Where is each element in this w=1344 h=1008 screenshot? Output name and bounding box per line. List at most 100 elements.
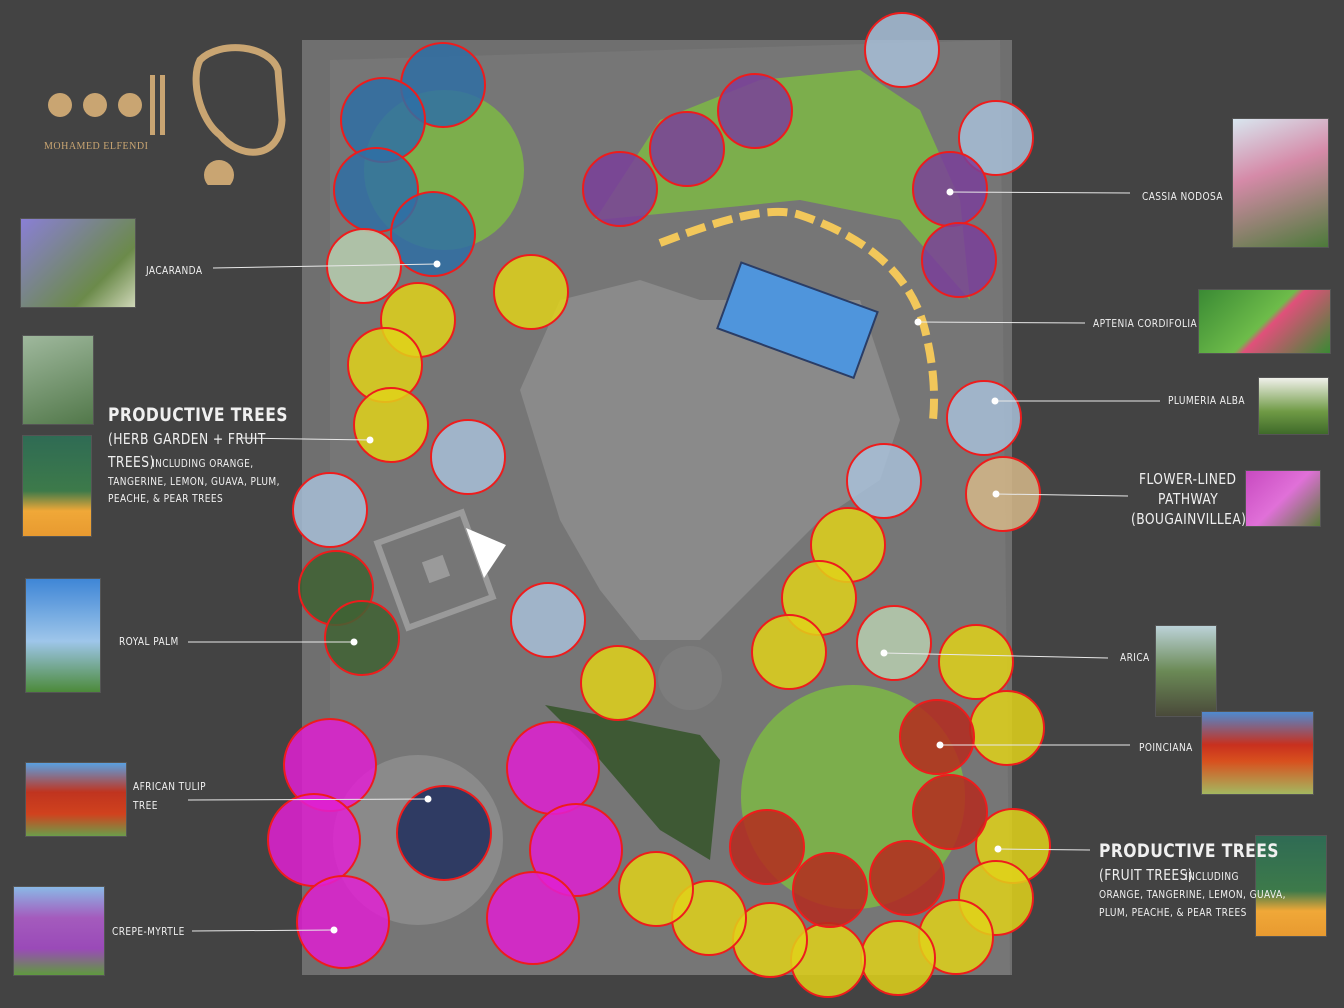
tree-canopies <box>267 12 1051 998</box>
leader-line-arica <box>883 652 1109 659</box>
leader-line-cassia <box>949 191 1131 194</box>
label-aptenia-cordifolia: APTENIA CORDIFOLIA <box>1093 317 1198 330</box>
tree-poinciana <box>792 852 868 928</box>
productive-left-title: PRODUCTIVE TREES <box>108 404 288 426</box>
tree-productive-fruit <box>353 387 429 463</box>
jacaranda-photo <box>20 218 136 308</box>
tree-plumeria <box>430 419 506 495</box>
productive-left-line3: TANGERINE, LEMON, GUAVA, PLUM, <box>108 475 280 488</box>
bougainvillea-photo <box>1245 470 1321 527</box>
leader-line-productive-right <box>997 848 1091 851</box>
label-royal-palm: ROYAL PALM <box>119 635 179 648</box>
leader-dot-royal-palm <box>350 638 358 646</box>
tree-crepe-myrtle <box>506 721 600 815</box>
arica-photo <box>1155 625 1217 717</box>
tree-royal-palm <box>324 600 400 676</box>
leader-dot-cassia <box>946 188 954 196</box>
tree-plumeria <box>292 472 368 548</box>
royal-palm-photo <box>25 578 101 693</box>
productive-left-line4: PEACHE, & PEAR TREES <box>108 492 224 505</box>
tree-plumeria <box>958 100 1034 176</box>
african-tulip-photo <box>25 762 127 837</box>
tree-poinciana <box>912 774 988 850</box>
tree-productive-fruit <box>938 624 1014 700</box>
tree-cassia <box>921 222 997 298</box>
tree-productive-fruit <box>751 614 827 690</box>
tree-productive-fruit <box>618 851 694 927</box>
tree-plumeria <box>946 380 1022 456</box>
leader-lines <box>187 188 1160 934</box>
brand-logo <box>48 44 286 185</box>
crepe-myrtle-photo <box>13 886 105 976</box>
swimming-pool <box>716 261 879 380</box>
mango-photo <box>22 435 92 537</box>
productive-left-line1: (HERB GARDEN + FRUIT <box>108 430 266 448</box>
leader-line-aptenia <box>917 321 1086 324</box>
label-jacaranda: JACARANDA <box>146 264 203 277</box>
productive-right-title: PRODUCTIVE TREES <box>1099 840 1279 862</box>
tree-crepe-myrtle <box>267 793 361 887</box>
tree-cassia <box>582 151 658 227</box>
tree-african-tulip <box>396 785 492 881</box>
brand-name: MOHAMED ELFENDI <box>44 141 149 152</box>
label-bougainvillea-2: PATHWAY <box>1158 490 1219 508</box>
tree-plumeria <box>846 443 922 519</box>
tree-poinciana <box>869 840 945 916</box>
leader-dot-aptenia <box>914 318 922 326</box>
productive-right-line3: PLUM, PEACHE, & PEAR TREES <box>1099 906 1247 919</box>
label-bougainvillea-3: (BOUGAINVILLEA) <box>1131 510 1247 528</box>
tree-crepe-myrtle <box>529 803 623 897</box>
fountain <box>658 646 722 710</box>
leader-dot-african-tulip <box>424 795 432 803</box>
leader-dot-productive-right <box>994 845 1002 853</box>
north-arrow-icon <box>466 528 506 578</box>
productive-left-line2a: TREES) <box>108 453 155 471</box>
leader-dot-jacaranda <box>433 260 441 268</box>
label-african-tulip-1: AFRICAN TULIP <box>133 780 206 793</box>
herb-garden-photo <box>22 335 94 425</box>
leader-line-crepe-myrtle <box>191 929 335 932</box>
tree-crepe-myrtle <box>296 875 390 969</box>
leader-dot-bougainvillea <box>992 490 1000 498</box>
tree-crepe-myrtle <box>486 871 580 965</box>
cassia-nodosa-photo <box>1232 118 1329 248</box>
tree-plumeria <box>510 582 586 658</box>
productive-right-line1b: INCLUDING <box>1185 870 1239 883</box>
tree-cassia <box>649 111 725 187</box>
tree-poinciana <box>729 809 805 885</box>
tree-productive-fruit <box>969 690 1045 766</box>
leader-line-jacaranda <box>212 263 438 269</box>
tree-productive-fruit <box>860 920 936 996</box>
tree-poinciana <box>899 699 975 775</box>
label-plumeria-alba: PLUMERIA ALBA <box>1168 394 1245 407</box>
label-arica: ARICA <box>1120 651 1150 664</box>
leader-dot-poinciana <box>936 741 944 749</box>
leader-line-bougainvillea <box>995 493 1129 497</box>
label-poinciana: POINCIANA <box>1139 741 1193 754</box>
tree-productive-fruit <box>493 254 569 330</box>
label-cassia-nodosa: CASSIA NODOSA <box>1142 190 1223 203</box>
label-african-tulip-2: TREE <box>133 799 158 812</box>
poinciana-photo <box>1201 711 1314 795</box>
label-bougainvillea-1: FLOWER-LINED <box>1139 470 1237 488</box>
tree-arica <box>856 605 932 681</box>
mango-photo-right <box>1255 835 1327 937</box>
leader-dot-crepe-myrtle <box>330 926 338 934</box>
tree-plumeria <box>864 12 940 88</box>
house-footprint <box>520 280 900 640</box>
leader-line-productive-left <box>239 437 371 441</box>
label-crepe-myrtle: CREPE-MYRTLE <box>112 925 185 938</box>
productive-right-line1a: (FRUIT TREES) <box>1099 866 1194 884</box>
tree-productive-fruit <box>580 645 656 721</box>
leader-dot-productive-left <box>366 436 374 444</box>
tree-jacaranda <box>390 191 476 277</box>
leader-dot-plumeria <box>991 397 999 405</box>
plumeria-photo <box>1258 377 1329 435</box>
productive-left-line2b: INCLUDING ORANGE, <box>152 457 254 470</box>
leader-dot-arica <box>880 649 888 657</box>
tree-cassia <box>717 73 793 149</box>
productive-right-line2: ORANGE, TANGERINE, LEMON, GUAVA, <box>1099 888 1286 901</box>
leader-line-african-tulip <box>187 798 429 801</box>
